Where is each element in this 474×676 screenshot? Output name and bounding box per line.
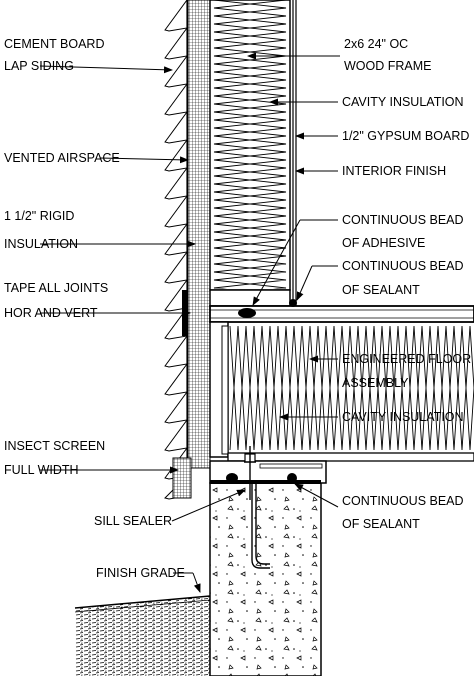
- concrete-foundation: [209, 468, 322, 676]
- floor-assembly: [209, 305, 474, 484]
- label-of-adhesive: OF ADHESIVE: [342, 236, 425, 250]
- label-of-sealant-lower: OF SEALANT: [342, 517, 420, 531]
- label-finish-grade: FINISH GRADE: [96, 566, 185, 580]
- leader-lines: [39, 52, 340, 593]
- label-full-width: FULL WIDTH: [4, 463, 79, 477]
- label-cavity-insulation-floor: CAVITY INSULATION: [342, 410, 464, 424]
- floor-cavity-insulation: [229, 325, 474, 451]
- insect-screen: [172, 457, 192, 499]
- sealant-beads: [210, 299, 321, 484]
- label-tape-joints: TAPE ALL JOINTS: [4, 281, 108, 295]
- label-insulation: INSULATION: [4, 237, 78, 251]
- label-vented-airspace: VENTED AIRSPACE: [4, 151, 120, 165]
- label-rigid-insulation: 1 1/2" RIGID: [4, 209, 74, 223]
- label-of-sealant-upper: OF SEALANT: [342, 283, 420, 297]
- label-interior-finish: INTERIOR FINISH: [342, 164, 446, 178]
- label-lap-siding: LAP SIDING: [4, 59, 74, 73]
- label-sill-sealer: SILL SEALER: [94, 514, 172, 528]
- finish-grade-soil: [74, 595, 211, 676]
- label-sealant-bead-upper: CONTINUOUS BEAD: [342, 259, 464, 273]
- label-engineered-floor: ENGINEERED FLOOR: [342, 352, 471, 366]
- label-wood-frame: WOOD FRAME: [344, 59, 432, 73]
- wall-cavity-insulation: [213, 0, 287, 289]
- label-hor-vert: HOR AND VERT: [4, 306, 98, 320]
- label-gypsum-board: 1/2" GYPSUM BOARD: [342, 129, 469, 143]
- anchor-bolt: [244, 446, 256, 500]
- annotation-labels: CEMENT BOARD LAP SIDING VENTED AIRSPACE …: [4, 37, 471, 580]
- label-cavity-insulation-wall: CAVITY INSULATION: [342, 95, 464, 109]
- lap-siding: [164, 0, 188, 500]
- label-assembly: ASSEMBLY: [342, 376, 409, 390]
- label-cement-board: CEMENT BOARD: [4, 37, 104, 51]
- label-adhesive-bead: CONTINUOUS BEAD: [342, 213, 464, 227]
- label-2x6-frame: 2x6 24" OC: [344, 37, 408, 51]
- label-sealant-bead-lower: CONTINUOUS BEAD: [342, 494, 464, 508]
- label-insect-screen: INSECT SCREEN: [4, 439, 105, 453]
